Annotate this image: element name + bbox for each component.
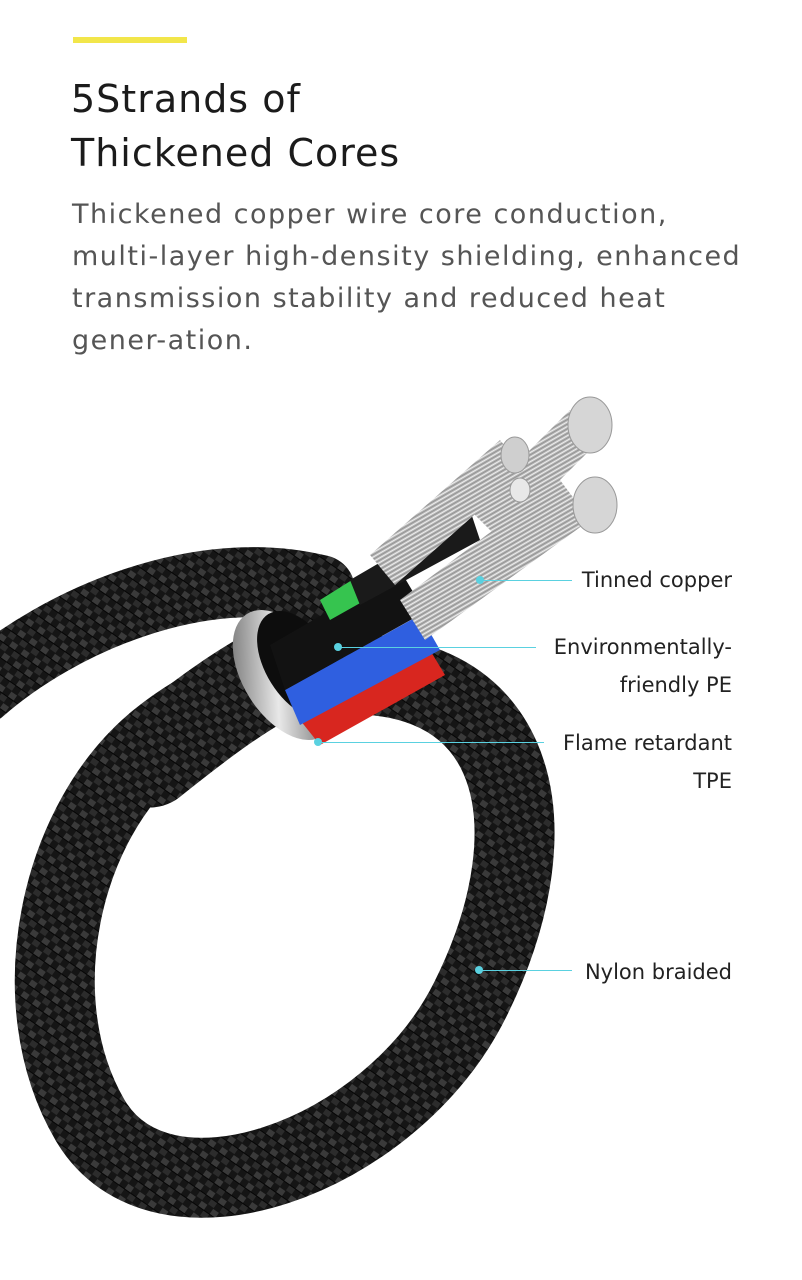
callout-label: Flame retardant — [562, 731, 732, 755]
leader-dot-pe — [334, 643, 342, 651]
strand-2 — [400, 480, 590, 640]
title-line-2: Thickened Cores — [71, 131, 401, 175]
leader-dot-nylon — [475, 966, 483, 974]
leader-dot-tpe — [314, 738, 322, 746]
core-black — [270, 570, 425, 690]
strand-1 — [370, 440, 525, 585]
callout-label-2: TPE — [693, 769, 732, 793]
callout-label-2: friendly PE — [619, 673, 732, 697]
leader-tpe — [318, 742, 544, 743]
core-blue — [285, 615, 440, 725]
callout-pe: Environmentally- friendly PE — [554, 628, 732, 704]
strand-end-1 — [567, 396, 613, 454]
leader-tinned-copper — [480, 580, 572, 581]
callout-tpe: Flame retardant TPE — [563, 724, 732, 800]
callout-label: Nylon braided — [584, 960, 732, 984]
strand-end-3 — [500, 436, 530, 474]
callout-label: Tinned copper — [581, 568, 732, 592]
description: Thickened copper wire core conduction, m… — [72, 199, 742, 356]
cable-illustration — [0, 396, 618, 1218]
callout-tinned-copper: Tinned copper — [582, 561, 732, 599]
strand-3 — [470, 410, 600, 540]
accent-bar — [73, 37, 187, 43]
title-line-1: 5Strands of — [71, 77, 301, 121]
core-red — [300, 650, 445, 745]
leader-nylon — [479, 970, 572, 971]
braided-cable-back — [0, 547, 355, 719]
page-title: 5Strands of Thickened Cores — [71, 72, 400, 180]
leader-dot-tinned-copper — [476, 576, 484, 584]
strand-end-4 — [509, 477, 531, 503]
callout-nylon: Nylon braided — [585, 953, 732, 991]
callout-label: Environmentally- — [553, 635, 732, 659]
leader-pe — [338, 647, 536, 648]
strand-end-2 — [572, 476, 618, 534]
